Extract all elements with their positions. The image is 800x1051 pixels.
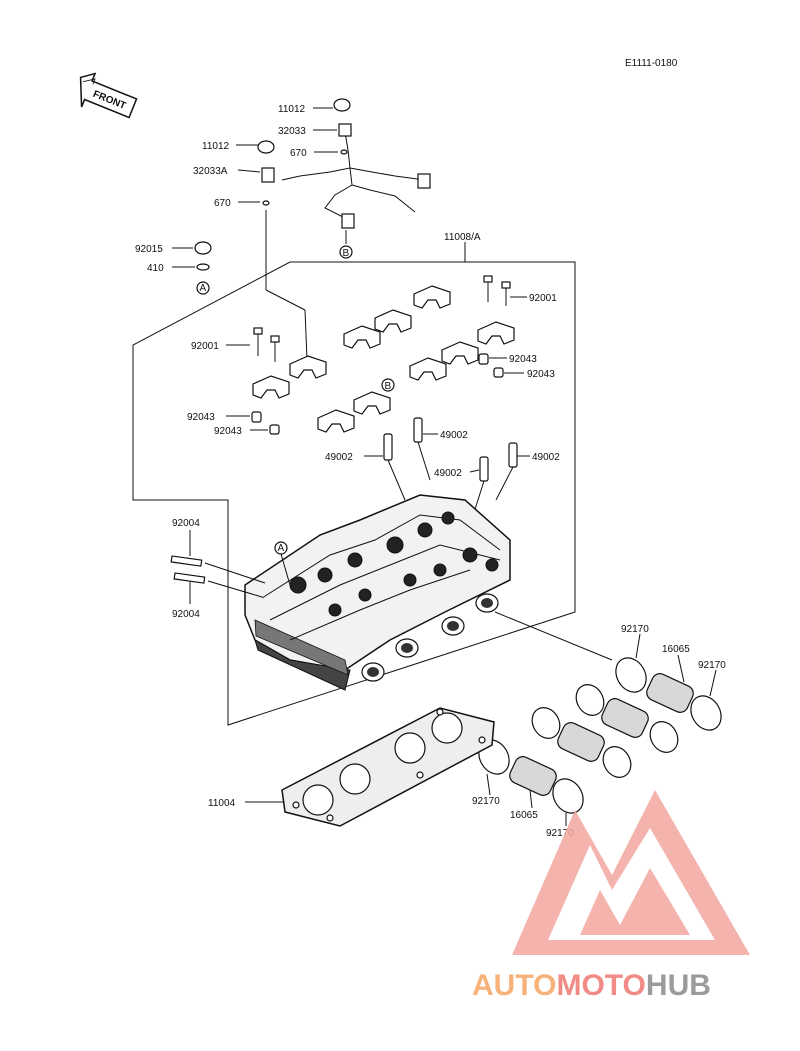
label-92043-l1: 92043 bbox=[187, 412, 215, 423]
label-32033: 32033 bbox=[278, 126, 306, 137]
banjo-bolt-top bbox=[338, 123, 352, 137]
oil-pipe-assembly bbox=[257, 98, 431, 229]
label-11008A: 11008/A bbox=[444, 232, 481, 243]
marker-b-mid bbox=[381, 378, 395, 392]
marker-a-head-label: A bbox=[278, 543, 285, 554]
label-92004-top: 92004 bbox=[172, 518, 200, 529]
svg-text:AUTOMOTOHUB: AUTOMOTOHUB bbox=[472, 969, 711, 1002]
label-92004-bot: 92004 bbox=[172, 609, 200, 620]
label-49002-a: 49002 bbox=[440, 430, 468, 441]
label-32033A: 32033A bbox=[193, 166, 228, 177]
nut-92015 bbox=[194, 241, 212, 255]
logo-word-moto: MOTO bbox=[556, 969, 645, 1002]
label-16065-bottom-left: 16065 bbox=[510, 810, 538, 821]
marker-b-mid-label: B bbox=[385, 381, 392, 392]
label-92043-r1: 92043 bbox=[509, 354, 537, 365]
washer-410 bbox=[196, 263, 210, 271]
label-670-top: 670 bbox=[290, 148, 307, 159]
cap-11012-top bbox=[333, 98, 351, 112]
label-92001-left: 92001 bbox=[191, 341, 219, 352]
washer-670-low bbox=[262, 200, 270, 206]
label-92170-bottom: 92170 bbox=[546, 828, 574, 839]
intake-holders-and-clamps bbox=[478, 657, 722, 814]
label-49002-b: 49002 bbox=[325, 452, 353, 463]
banjo-fitting-bottom bbox=[341, 213, 355, 229]
label-92001-right: 92001 bbox=[529, 293, 557, 304]
cap-11012-left bbox=[257, 140, 275, 154]
label-92043-l2: 92043 bbox=[214, 426, 242, 437]
label-92043-r2: 92043 bbox=[527, 369, 555, 380]
camshaft-caps bbox=[252, 285, 515, 433]
diagram-code: E1111-0180 bbox=[625, 58, 678, 69]
cylinder-head-body bbox=[244, 494, 511, 691]
banjo-bolt-left bbox=[261, 167, 275, 183]
label-92170-bottom-left: 92170 bbox=[472, 796, 500, 807]
washer-670-top bbox=[340, 149, 348, 155]
label-11012-left: 11012 bbox=[202, 141, 230, 152]
label-11012-top: 11012 bbox=[278, 104, 306, 115]
label-92170-right: 92170 bbox=[698, 660, 726, 671]
head-gasket-11004 bbox=[281, 707, 495, 827]
label-49002-c: 49002 bbox=[434, 468, 462, 479]
label-11004: 11004 bbox=[208, 798, 236, 809]
marker-b-top-label: B bbox=[343, 248, 350, 259]
studs-92004 bbox=[170, 555, 206, 584]
label-92015: 92015 bbox=[135, 244, 163, 255]
marker-b-top bbox=[339, 245, 353, 259]
marker-a-left bbox=[196, 281, 210, 295]
label-670-low: 670 bbox=[214, 198, 231, 209]
logo-word-hub: HUB bbox=[646, 969, 711, 1002]
label-16065-top-right: 16065 bbox=[662, 644, 690, 655]
front-arrow-icon: FRONT bbox=[79, 72, 138, 119]
dowels-92043 bbox=[251, 353, 504, 435]
label-92170-top-right: 92170 bbox=[621, 624, 649, 635]
automotohub-logo-icon bbox=[512, 790, 750, 955]
label-410: 410 bbox=[147, 263, 164, 274]
bolts-92001 bbox=[253, 275, 511, 362]
banjo-fitting-right bbox=[417, 173, 431, 189]
label-49002-d: 49002 bbox=[532, 452, 560, 463]
logo-word-auto: AUTO bbox=[472, 969, 556, 1002]
marker-a-left-label: A bbox=[200, 283, 207, 294]
